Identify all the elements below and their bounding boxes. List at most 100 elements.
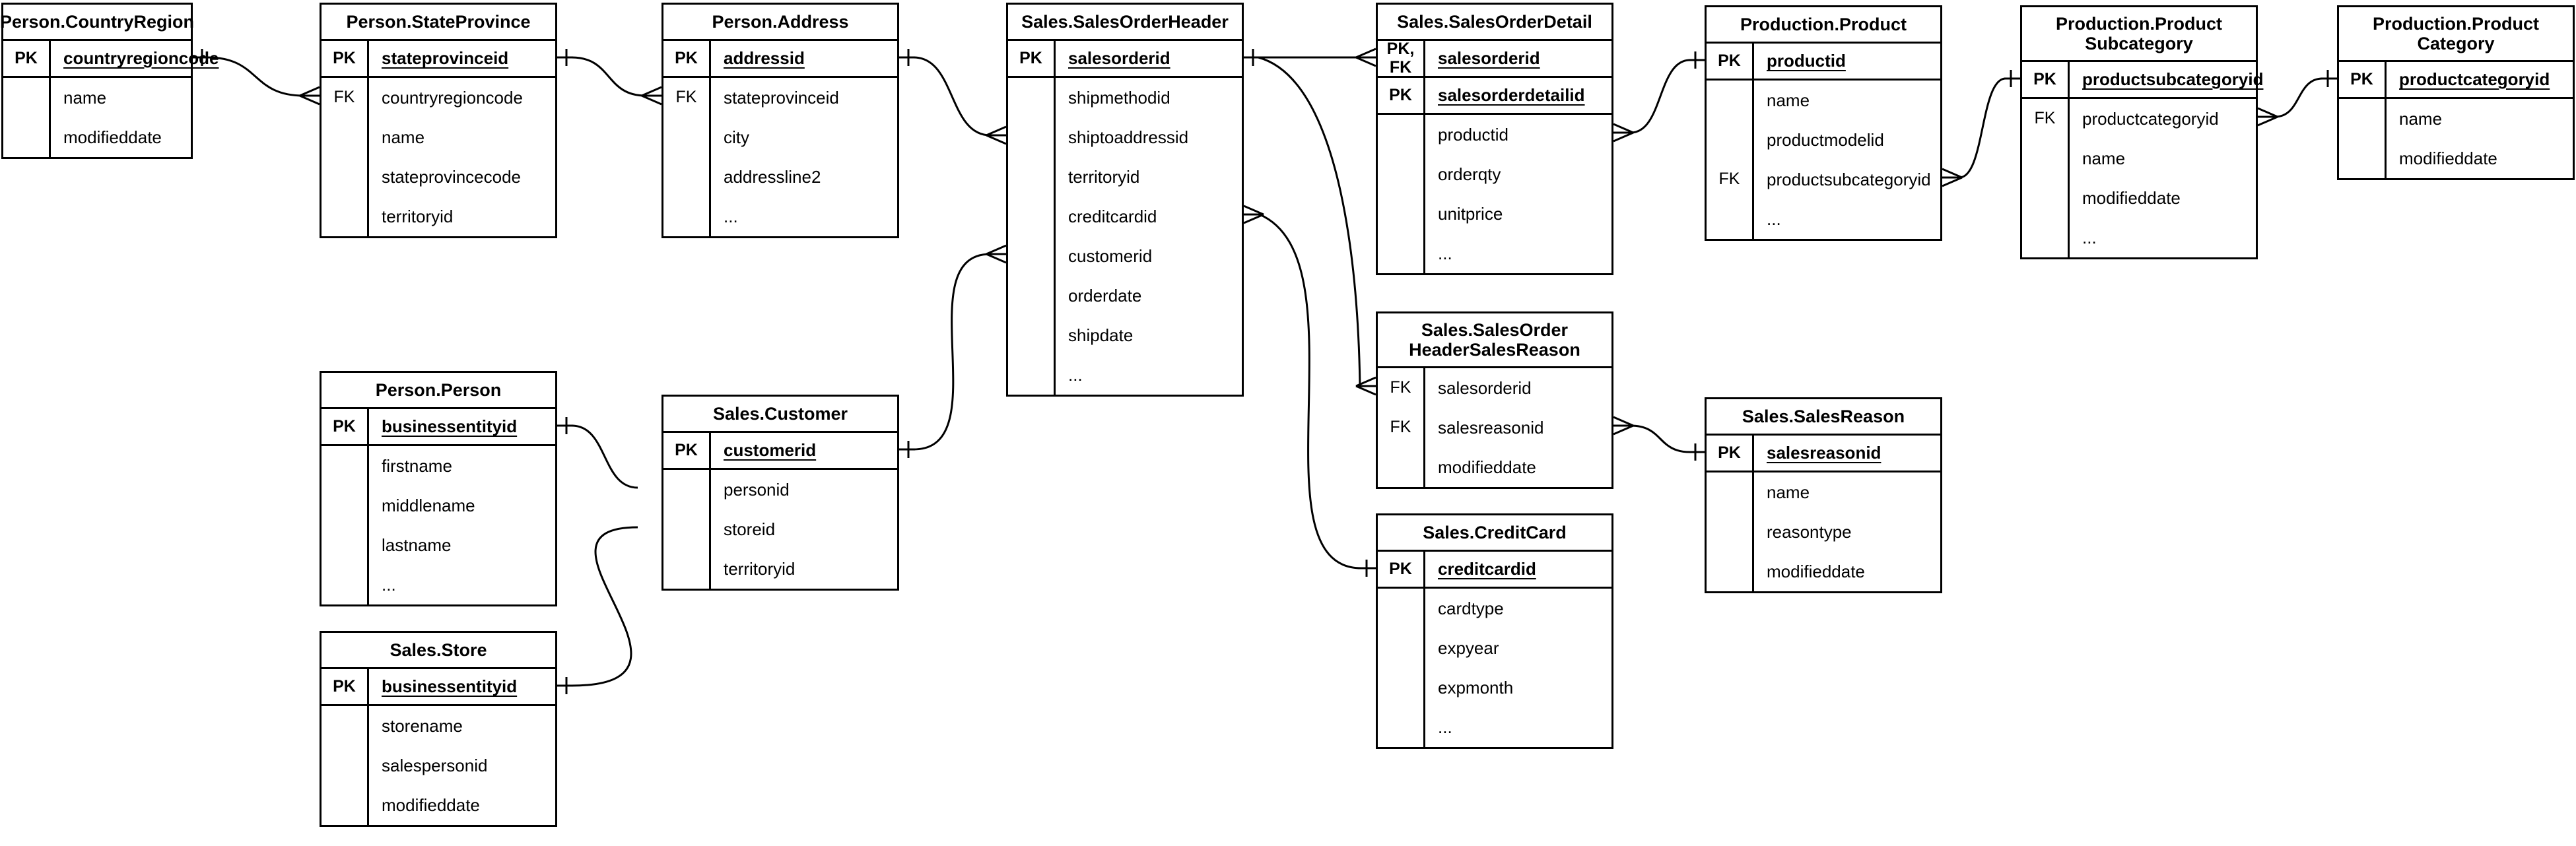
column-name: name bbox=[2399, 108, 2443, 129]
cardinality-many-marker bbox=[986, 244, 1007, 264]
key-marker bbox=[1378, 589, 1425, 628]
key-marker: FK bbox=[1707, 160, 1754, 199]
entity-title: Sales.SalesOrder HeaderSalesReason bbox=[1378, 313, 1611, 368]
attribute-row: customerid bbox=[1008, 236, 1242, 276]
key-marker bbox=[2022, 178, 2070, 218]
attribute-row: ... bbox=[2022, 218, 2256, 257]
entity-title: Production.Product Category bbox=[2339, 7, 2573, 62]
column-name: countryregioncode bbox=[382, 87, 523, 108]
column-name: name bbox=[1767, 482, 1810, 502]
key-marker: PK bbox=[322, 409, 369, 444]
column-name: middlename bbox=[382, 495, 475, 515]
column-name: personid bbox=[724, 479, 790, 500]
attribute-row: personid bbox=[663, 470, 897, 509]
key-marker bbox=[1707, 472, 1754, 512]
attribute-row: expyear bbox=[1378, 628, 1611, 668]
column-name: stateprovincecode bbox=[382, 166, 522, 187]
connector-line bbox=[1959, 77, 2006, 179]
entity-title: Person.CountryRegion bbox=[0, 5, 194, 41]
key-marker bbox=[1378, 668, 1425, 707]
key-marker bbox=[1378, 115, 1425, 154]
attribute-row: modifieddate bbox=[2339, 139, 2573, 178]
attribute-row: ... bbox=[1378, 234, 1611, 273]
column-name: creditcardid bbox=[1068, 206, 1157, 226]
column-name: ... bbox=[724, 206, 738, 226]
attribute-row: city bbox=[663, 117, 897, 157]
attribute-row: ... bbox=[663, 197, 897, 236]
attribute-row: orderqty bbox=[1378, 154, 1611, 194]
column-name: businessentityid bbox=[382, 676, 518, 696]
column-name: salesorderid bbox=[1438, 48, 1540, 68]
cardinality-many-marker bbox=[1613, 416, 1634, 436]
connector-line bbox=[1630, 59, 1691, 134]
column-name: ... bbox=[1438, 717, 1452, 737]
attribute-row: name bbox=[1707, 81, 1940, 120]
connector-line bbox=[1630, 424, 1691, 453]
key-marker bbox=[3, 117, 51, 157]
key-marker bbox=[1378, 194, 1425, 234]
column-name: unitprice bbox=[1438, 203, 1503, 224]
attribute-row: unitprice bbox=[1378, 194, 1611, 234]
key-marker bbox=[322, 197, 369, 236]
key-marker bbox=[1008, 355, 1056, 395]
entity-title: Person.Person bbox=[322, 373, 555, 409]
key-marker bbox=[663, 549, 711, 589]
column-name: countryregioncode bbox=[63, 48, 219, 68]
attribute-row: shipdate bbox=[1008, 315, 1242, 355]
entity-title: Sales.SalesOrderHeader bbox=[1008, 5, 1242, 41]
entity-title: Sales.Customer bbox=[663, 397, 897, 433]
column-name: expyear bbox=[1438, 637, 1499, 658]
column-name: productsubcategoryid bbox=[2082, 69, 2264, 89]
cardinality-many-marker bbox=[1243, 205, 1264, 224]
key-marker bbox=[322, 706, 369, 746]
key-marker bbox=[322, 785, 369, 825]
key-marker: PK bbox=[1378, 552, 1425, 587]
attribute-row: orderdate bbox=[1008, 276, 1242, 315]
attribute-row: modifieddate bbox=[1378, 447, 1611, 487]
attribute-row: middlename bbox=[322, 486, 555, 525]
column-name: storename bbox=[382, 715, 463, 736]
cardinality-many-marker bbox=[641, 86, 662, 106]
key-marker: PK, FK bbox=[1378, 40, 1425, 76]
key-marker bbox=[322, 565, 369, 604]
column-name: territoryid bbox=[382, 206, 454, 226]
column-name: name bbox=[382, 127, 425, 147]
column-name: productcategoryid bbox=[2082, 108, 2219, 129]
column-name: shipmethodid bbox=[1068, 87, 1170, 108]
